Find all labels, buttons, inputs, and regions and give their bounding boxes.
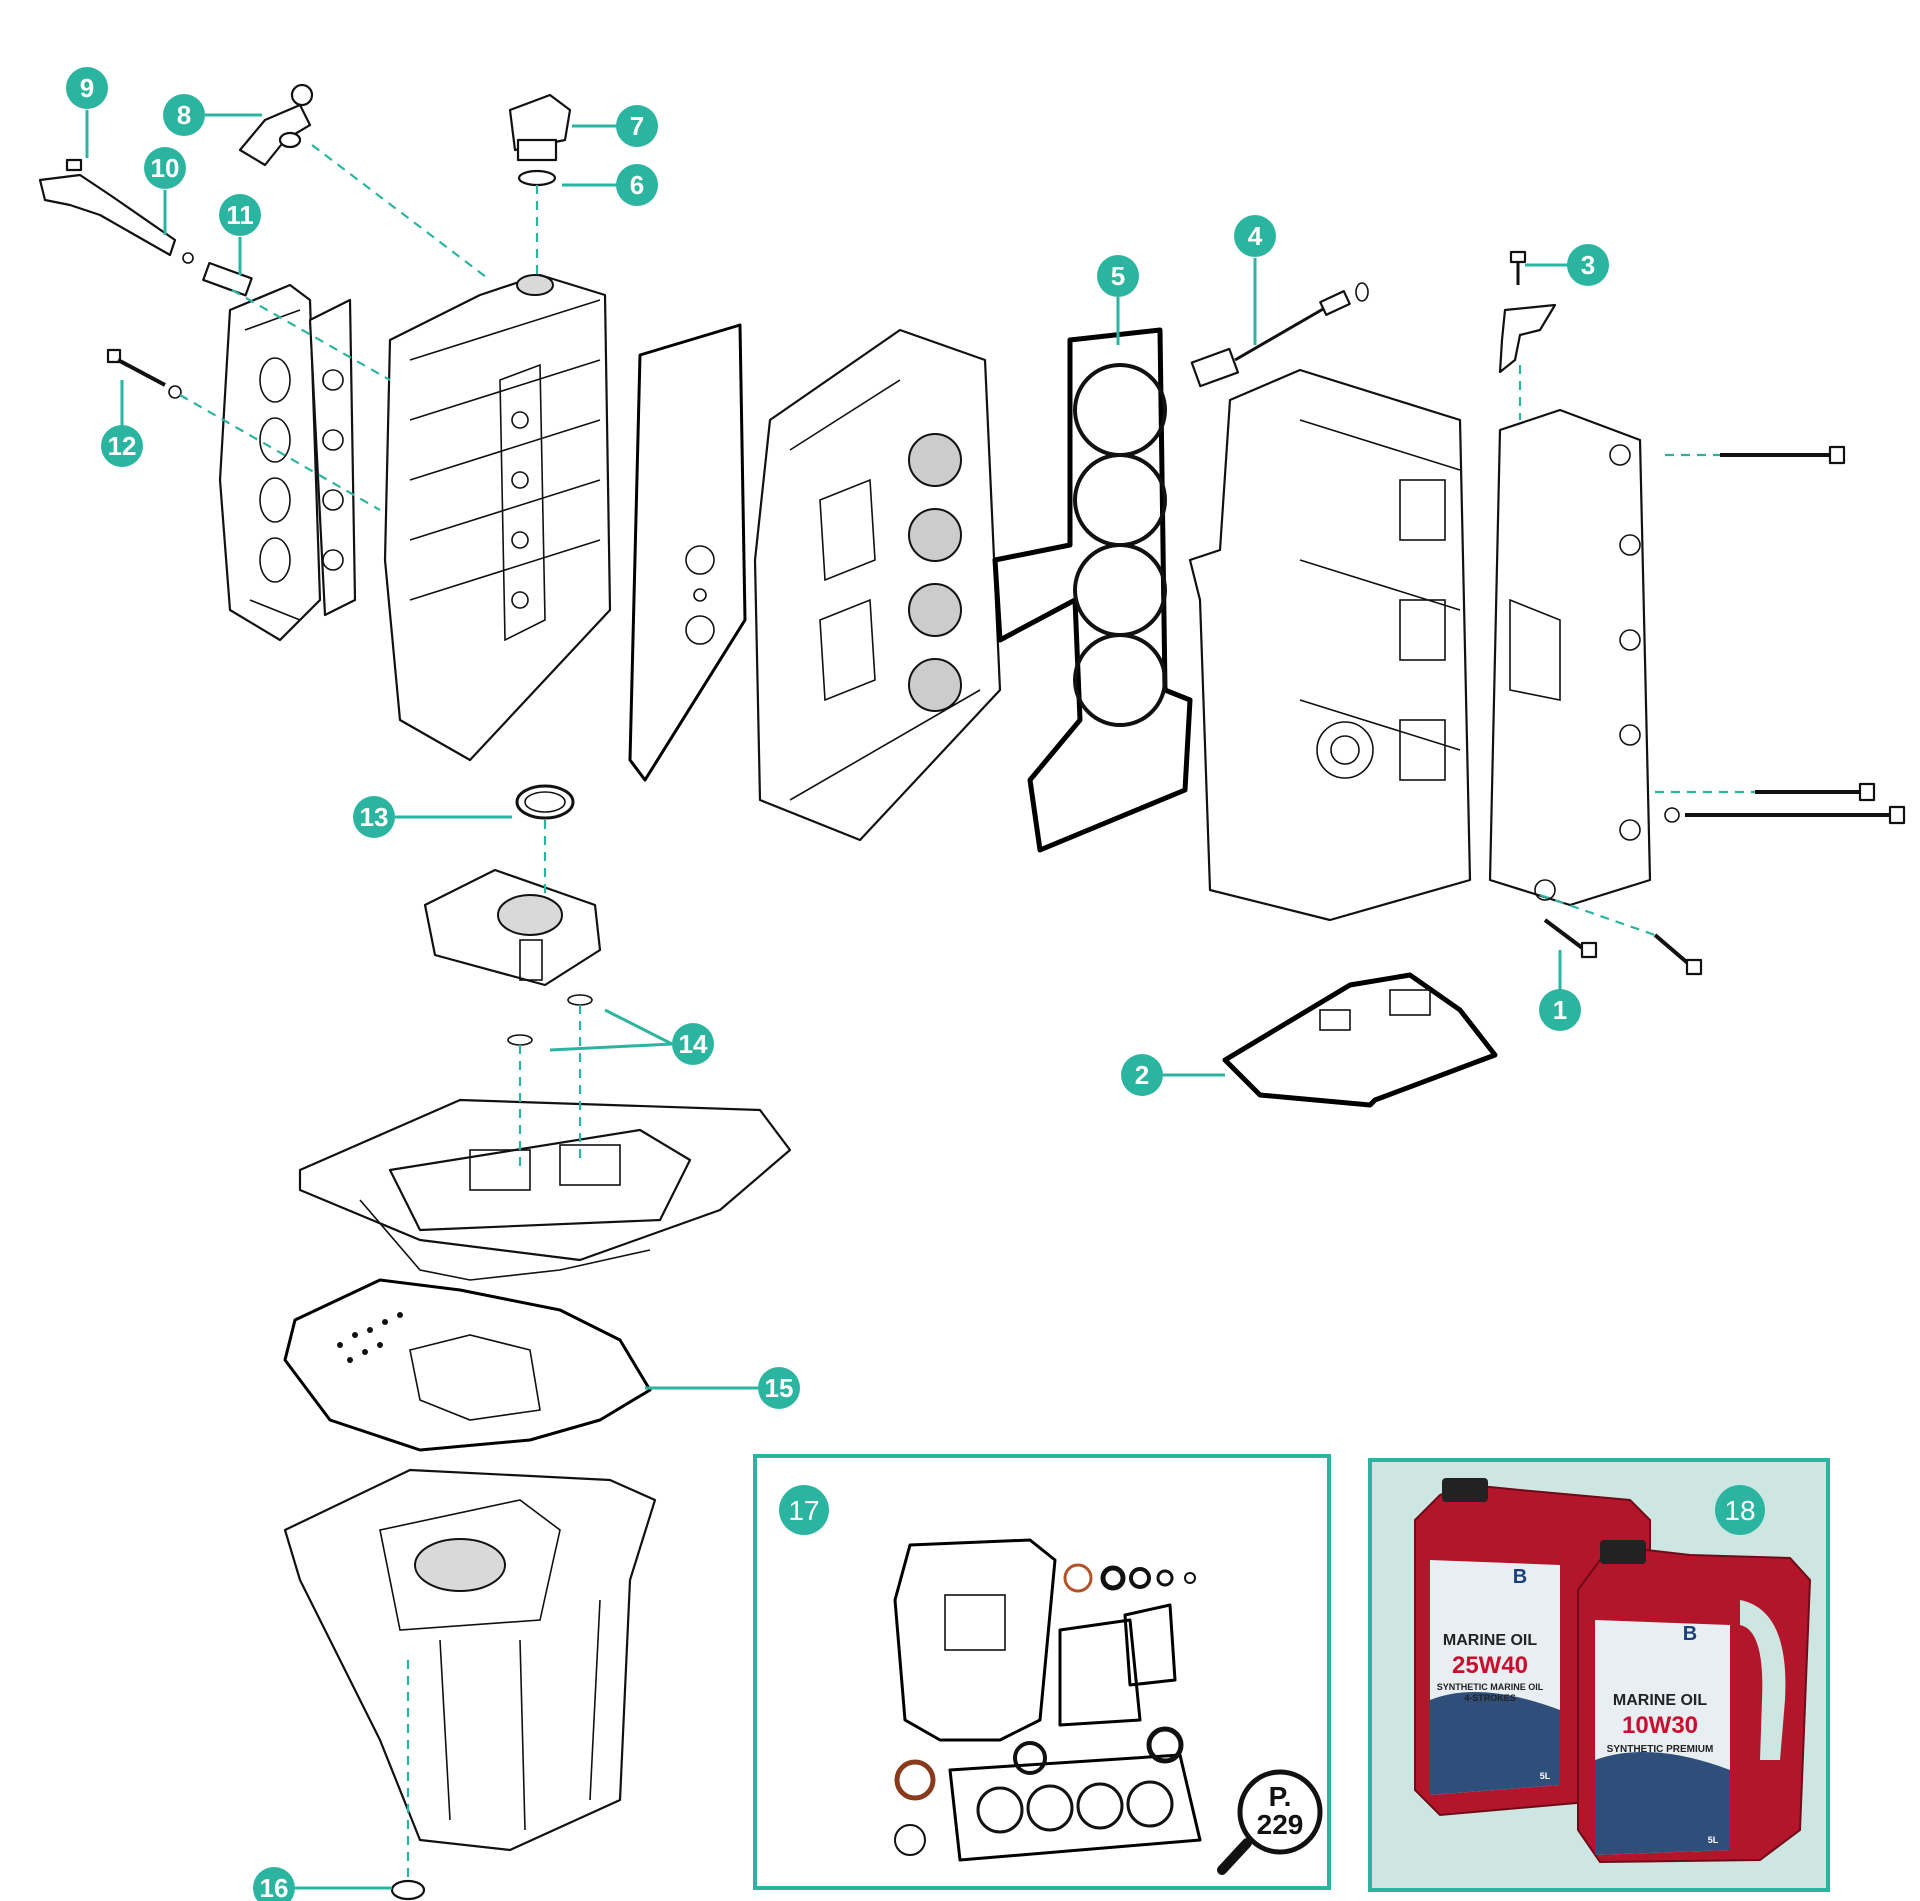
gasket-kit-illustration [893, 1538, 1202, 1862]
callout-10: 10 [144, 147, 186, 189]
svg-text:15: 15 [765, 1373, 794, 1403]
cylinder-head [753, 328, 1002, 842]
svg-text:17: 17 [788, 1495, 819, 1526]
intake-manifold [218, 283, 322, 642]
callout-15: 15 [758, 1367, 800, 1409]
svg-text:7: 7 [630, 111, 644, 141]
callout-16: 16 [253, 1867, 295, 1901]
svg-text:3: 3 [1581, 250, 1595, 280]
head-gasket [992, 327, 1193, 853]
page-reference-badge: P. 229 [1217, 1769, 1323, 1875]
callout-8: 8 [163, 94, 205, 136]
callout-3: 3 [1567, 244, 1609, 286]
oil-seal [515, 784, 575, 820]
svg-text:18: 18 [1724, 1495, 1755, 1526]
svg-text:MARINE OIL: MARINE OIL [1613, 1692, 1707, 1709]
box-17-badge: 17 [779, 1485, 829, 1535]
gasket-kit-box: 17 P. 229 [753, 1454, 1331, 1890]
intake-gasket [308, 298, 357, 617]
svg-text:13: 13 [360, 802, 389, 832]
callouts: 1 2 3 4 5 6 [66, 67, 1609, 1901]
callout-4: 4 [1234, 215, 1276, 257]
svg-text:4: 4 [1248, 221, 1263, 251]
svg-text:11: 11 [226, 200, 254, 230]
guide-lines [179, 144, 1755, 1880]
svg-text:5L: 5L [1540, 1771, 1551, 1781]
callout-12: 12 [101, 425, 143, 467]
breather-fitting [238, 83, 314, 167]
crankcase [1488, 408, 1652, 907]
svg-text:16: 16 [260, 1873, 289, 1901]
oil-box: 18 B MARINE OIL 25W40 SYNTHETIC MARINE O… [1368, 1458, 1830, 1892]
svg-text:P.: P. [1269, 1781, 1292, 1812]
svg-text:25W40: 25W40 [1452, 1652, 1528, 1679]
cylinder-block [1188, 368, 1472, 922]
svg-text:SYNTHETIC PREMIUM: SYNTHETIC PREMIUM [1607, 1744, 1714, 1755]
svg-text:5L: 5L [1708, 1835, 1719, 1845]
bolt-12 [106, 348, 182, 399]
svg-text:6: 6 [630, 170, 644, 200]
oil-pan-gasket [283, 1278, 652, 1452]
svg-text:14: 14 [679, 1029, 708, 1059]
callout-11: 11 [219, 194, 261, 236]
svg-text:12: 12 [108, 431, 137, 461]
cylinder-head-cover [383, 273, 612, 762]
svg-text:10: 10 [151, 153, 180, 183]
svg-text:B: B [1513, 1566, 1527, 1588]
oil-bottle-10w30: B MARINE OIL 10W30 SYNTHETIC PREMIUM 5L [1577, 1540, 1812, 1864]
temperature-sensor [1190, 282, 1369, 388]
svg-text:B: B [1683, 1623, 1697, 1645]
crankcase-bolts [1543, 445, 1906, 976]
callout-13: 13 [353, 796, 395, 838]
cover-gasket [628, 323, 747, 782]
pump-housing [423, 868, 602, 987]
svg-text:SYNTHETIC MARINE OIL: SYNTHETIC MARINE OIL [1437, 1682, 1544, 1692]
svg-text:5: 5 [1111, 261, 1125, 291]
svg-text:10W30: 10W30 [1622, 1712, 1698, 1739]
callout-9: 9 [66, 67, 108, 109]
svg-text:229: 229 [1257, 1809, 1304, 1840]
bracket [1498, 250, 1557, 374]
svg-text:MARINE OIL: MARINE OIL [1443, 1632, 1537, 1649]
exhaust-guide-plate [298, 1098, 792, 1281]
callout-1: 1 [1539, 989, 1581, 1031]
callout-2: 2 [1121, 1054, 1163, 1096]
svg-text:4-STROKES: 4-STROKES [1464, 1693, 1516, 1703]
callout-5: 5 [1097, 255, 1139, 297]
callout-14: 14 [672, 1023, 714, 1065]
oil-filler-cap [508, 93, 572, 187]
oil-bottle-25w40: B MARINE OIL 25W40 SYNTHETIC MARINE OIL … [1414, 1478, 1651, 1817]
callout-6: 6 [616, 164, 658, 206]
exhaust-gasket [1222, 972, 1498, 1108]
svg-text:2: 2 [1135, 1060, 1149, 1090]
svg-text:8: 8 [177, 100, 191, 130]
callout-7: 7 [616, 105, 658, 147]
oil-pan [283, 1468, 657, 1901]
sensor-assembly [38, 158, 253, 297]
svg-text:1: 1 [1553, 995, 1567, 1025]
svg-text:9: 9 [80, 73, 94, 103]
box-18-badge: 18 [1715, 1485, 1765, 1535]
